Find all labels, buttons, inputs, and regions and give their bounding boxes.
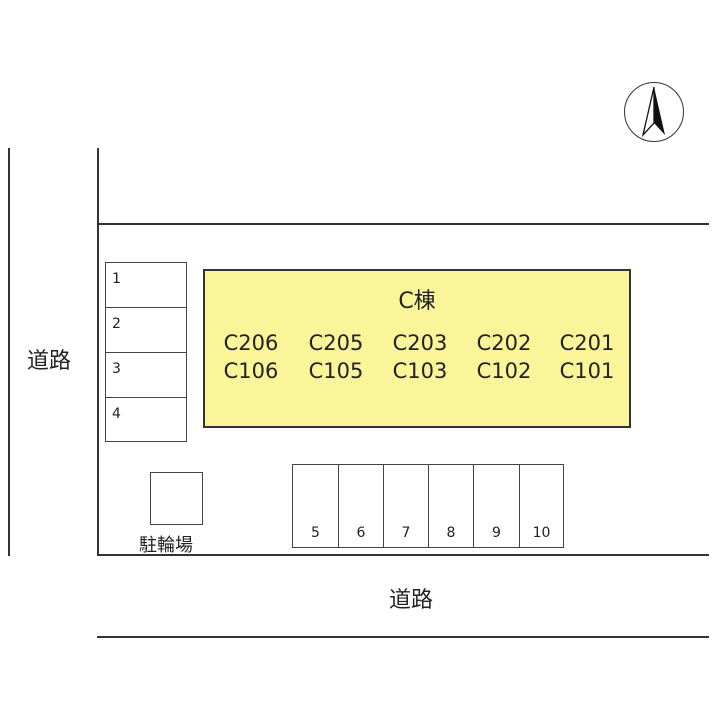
parking-slot-3: 3: [105, 352, 187, 398]
parking-slot-number: 9: [492, 525, 501, 541]
north-arrow-icon: [641, 86, 665, 137]
parking-slot-number: 7: [401, 525, 411, 541]
unit-label: C102: [476, 359, 532, 383]
parking-slot-number: 1: [112, 271, 121, 287]
site-boundary-left: [97, 148, 99, 556]
building-name: C棟: [398, 289, 436, 314]
parking-slot-1: 1: [105, 262, 187, 308]
parking-slot-number: 5: [311, 525, 320, 541]
site-boundary-bottom: [97, 554, 709, 556]
parking-slot-number: 3: [112, 361, 121, 377]
unit-label: C103: [392, 359, 448, 383]
unit-label: C201: [559, 331, 615, 355]
road-edge-left-outer: [8, 148, 10, 556]
parking-slot-7: 7: [383, 464, 429, 548]
parking-slot-6: 6: [338, 464, 384, 548]
bicycle-parking-label: 駐輪場: [139, 535, 193, 556]
unit-label: C206: [223, 331, 279, 355]
building-c: C棟 C206 C205 C203 C202 C201 C106 C105 C1…: [203, 269, 631, 428]
bicycle-parking-area: [150, 472, 203, 525]
parking-slot-number: 10: [532, 525, 551, 541]
unit-label: C101: [559, 359, 615, 383]
parking-slot-8: 8: [428, 464, 474, 548]
unit-label: C105: [308, 359, 364, 383]
parking-slot-number: 8: [446, 525, 456, 541]
parking-slot-4: 4: [105, 397, 187, 442]
road-edge-bottom-outer: [97, 636, 709, 638]
parking-slot-number: 4: [112, 406, 121, 422]
site-boundary-top: [97, 223, 709, 225]
road-label-bottom: 道路: [389, 588, 434, 613]
unit-label: C203: [392, 331, 448, 355]
unit-label: C205: [308, 331, 364, 355]
unit-label: C106: [223, 359, 279, 383]
parking-slot-number: 6: [356, 525, 366, 541]
unit-label: C202: [476, 331, 532, 355]
road-label-left: 道路: [27, 349, 72, 374]
parking-slot-2: 2: [105, 307, 187, 353]
parking-slot-number: 2: [112, 316, 121, 332]
parking-slot-5: 5: [292, 464, 339, 548]
compass: [624, 82, 684, 142]
parking-slot-9: 9: [473, 464, 520, 548]
parking-slot-10: 10: [519, 464, 564, 548]
